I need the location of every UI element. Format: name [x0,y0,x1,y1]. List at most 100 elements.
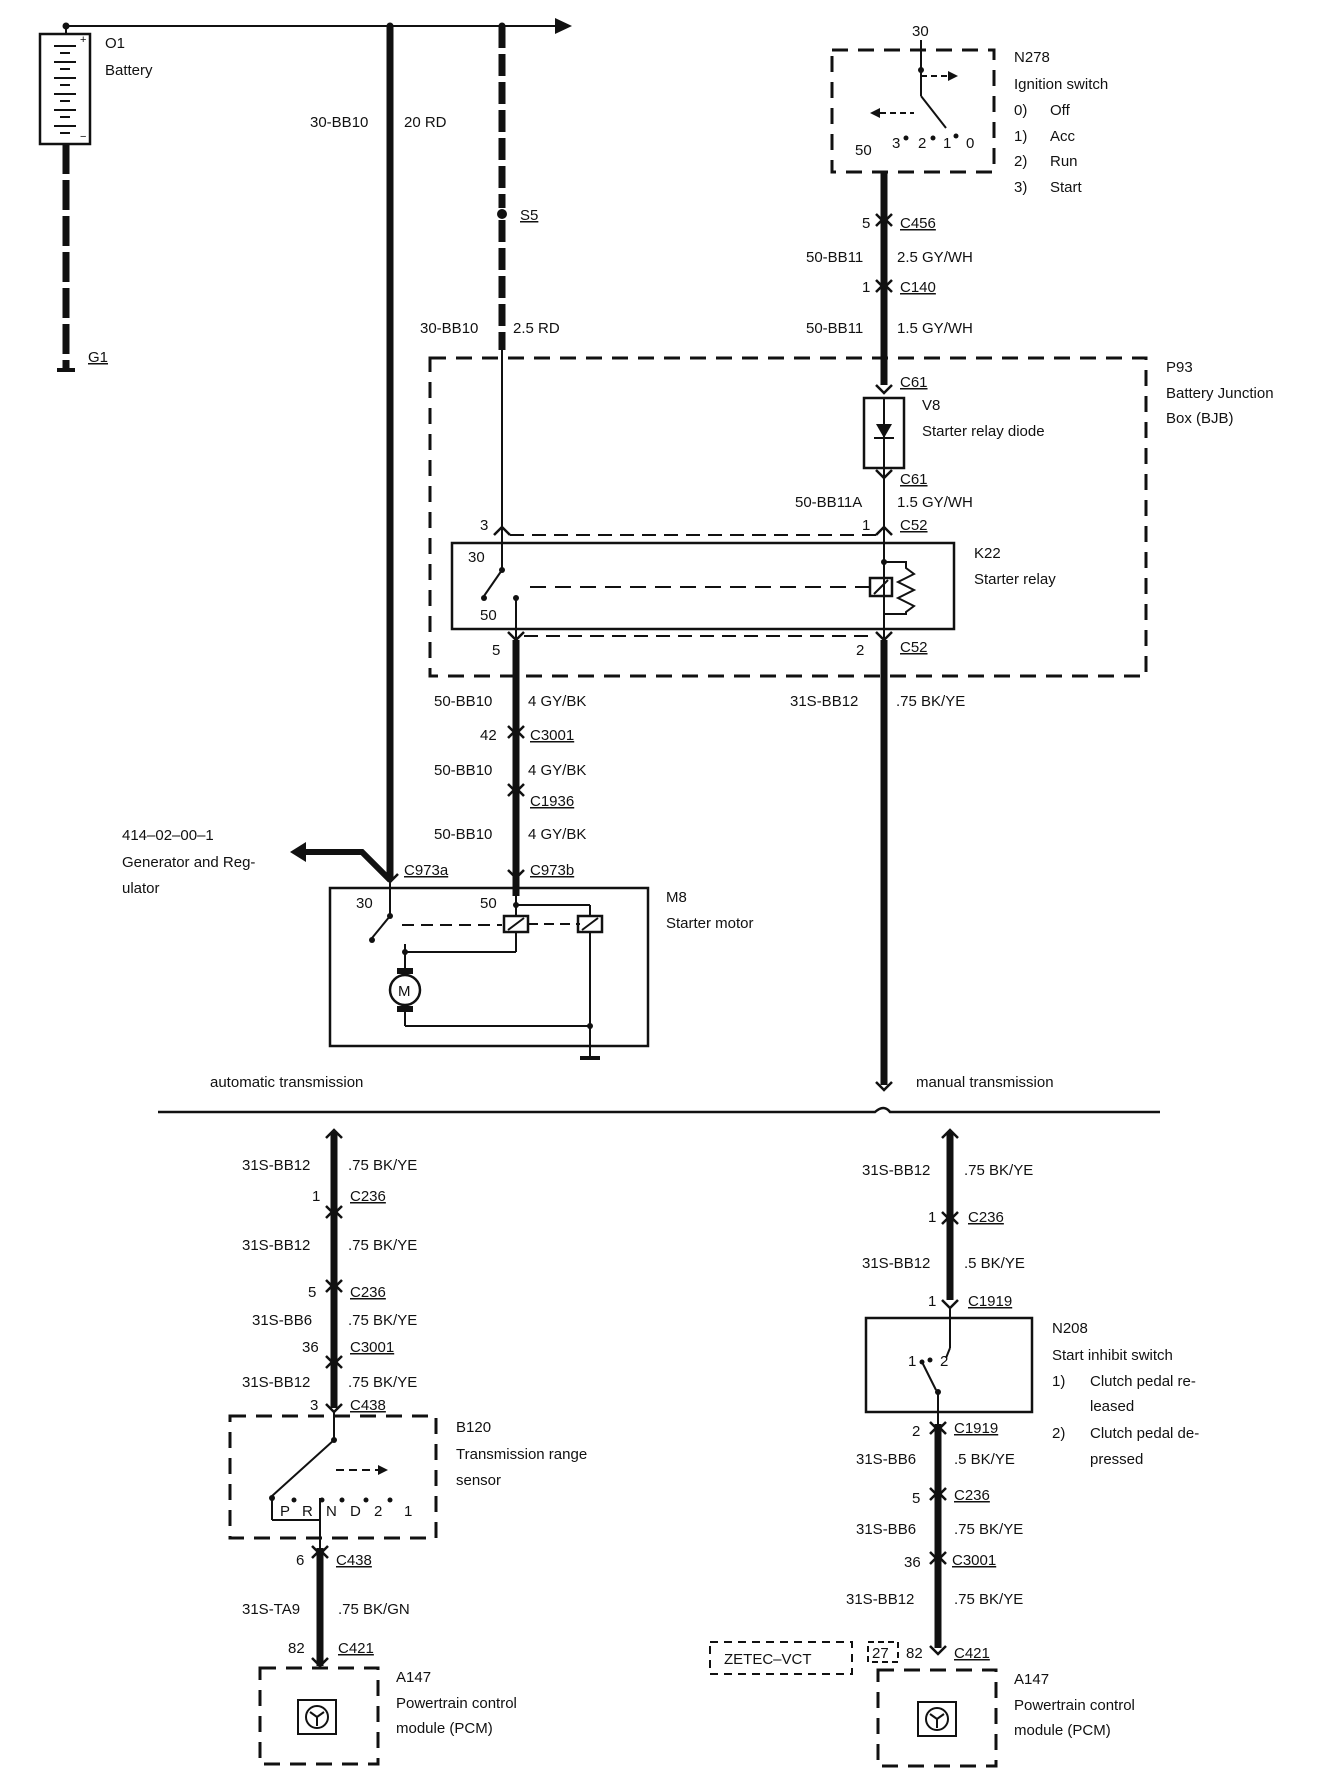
automatic-transmission-circuit: 31S-BB12 .75 BK/YE 1 C236 31S-BB12 .75 B… [228,1128,587,1766]
wire-50bb11b-label: 50-BB11 [806,320,863,337]
connector-c52-bot: C52 [900,639,928,656]
relay-name: Starter relay [974,571,1056,588]
zetec-vct-variant-box [709,1641,853,1675]
relay-30-label: 30 [468,549,485,566]
bus-arrow-icon [555,18,572,34]
svg-text:31S-BB6: 31S-BB6 [856,1521,916,1538]
sis-option1a: Clutch pedal re- [1090,1373,1196,1390]
svg-text:M: M [398,983,411,1000]
ign-name: Ignition switch [1014,76,1108,93]
left-connector-c438b: C438 [336,1552,372,1569]
ignition-switch: 30 50 3 2 1 0 N278 Ignition switch 0) Of… [830,23,1108,196]
svg-text:82: 82 [906,1645,923,1662]
svg-text:1: 1 [404,1503,412,1520]
wire-50bb10c-label: 50-BB10 [434,826,492,843]
right-pcm-name2: module (PCM) [1014,1722,1111,1739]
connector-c61-top: C61 [900,374,928,391]
sis-id: N208 [1052,1320,1088,1337]
transmission-range-sensor-box [228,1414,438,1540]
connector-c52-top: C52 [900,517,928,534]
trs-name1: Transmission range [456,1446,587,1463]
starter-motor-box [328,886,650,1048]
starter-feed-wire: 50-BB10 4 GY/BK 42 C3001 50-BB10 4 GY/BK… [434,640,586,896]
diode-id: V8 [922,397,940,414]
left-pcm-id: A147 [396,1669,431,1686]
split-divider-line [158,1106,1160,1114]
connector-c140: C140 [900,279,936,296]
left-pcm-box [258,1666,380,1766]
svg-text:0): 0) [1014,102,1027,119]
trs-contact-icon [271,1439,335,1497]
svg-text:31S-BB12: 31S-BB12 [242,1237,310,1254]
bjb-name2: Box (BJB) [1166,410,1234,427]
svg-text:.75 BK/YE: .75 BK/YE [348,1374,417,1391]
ign-pin50: 50 [855,142,872,159]
wire-15gywh-b-label: 1.5 GY/WH [897,494,973,511]
left-pcm-module-icon [297,1699,337,1735]
wire-31sta9-label: 31S-TA9 [242,1601,300,1618]
ignition-feed-wire: 5 C456 50-BB11 2.5 GY/WH 1 C140 50-BB11 … [806,172,973,385]
relay-coil-return-wire: 31S-BB12 .75 BK/YE [790,640,965,1092]
svg-text:.5 BK/YE: .5 BK/YE [954,1451,1015,1468]
sis-option2a: Clutch pedal de- [1090,1425,1199,1442]
connector-c3001-top: C3001 [530,727,574,744]
wire-50bb11-label: 50-BB11 [806,249,863,266]
splice-s5-dot [497,209,507,219]
left-connector-c421: C421 [338,1640,374,1657]
manual-transmission-circuit: 31S-BB12 .75 BK/YE 1 C236 31S-BB12 .5 BK… [709,1128,1199,1768]
wire-20rd-label: 20 RD [404,114,447,131]
sis-contact-icon [921,1361,937,1391]
ign-p2: 2 [918,135,926,152]
svg-text:42: 42 [480,727,497,744]
diode-name: Starter relay diode [922,423,1045,440]
relay-50-label: 50 [480,607,497,624]
relay-contact-icon [483,569,503,597]
svg-text:2: 2 [374,1503,382,1520]
svg-text:1: 1 [928,1209,936,1226]
ign-pos-start: Start [1050,179,1083,196]
right-pcm-name1: Powertrain control [1014,1697,1135,1714]
svg-text:5: 5 [492,642,500,659]
svg-text:1: 1 [862,279,870,296]
svg-text:.75 BK/YE: .75 BK/YE [954,1591,1023,1608]
right-pcm-module-icon [917,1701,957,1737]
wire-30bb10b-label: 30-BB10 [420,320,478,337]
svg-text:.75 BK/YE: .75 BK/YE [964,1162,1033,1179]
svg-text:+: + [80,34,86,46]
svg-text:36: 36 [302,1339,319,1356]
right-connector-c421: C421 [954,1645,990,1662]
wire-4gybk-b-label: 4 GY/BK [528,762,586,779]
svg-text:.75 BK/GN: .75 BK/GN [338,1601,410,1618]
left-connector-c3001: C3001 [350,1339,394,1356]
wire-4gybk-a-label: 4 GY/BK [528,693,586,710]
ign-pos-acc: Acc [1050,128,1076,145]
left-connector-c236b: C236 [350,1284,386,1301]
motor-30-label: 30 [356,895,373,912]
svg-text:2: 2 [940,1353,948,1370]
svg-text:2): 2) [1014,153,1027,170]
connector-c61-bot: C61 [900,471,928,488]
ref-name1: Generator and Reg- [122,854,255,871]
svg-text:3: 3 [480,517,488,534]
svg-text:82: 82 [288,1640,305,1657]
ign-p0: 0 [966,135,974,152]
svg-text:R: R [302,1503,313,1520]
right-connector-c1919a: C1919 [968,1293,1012,1310]
ref-code: 414–02–00–1 [122,827,214,844]
svg-text:1: 1 [928,1293,936,1310]
svg-text:D: D [350,1503,361,1520]
connector-c1936: C1936 [530,793,574,810]
trs-id: B120 [456,1419,491,1436]
motor-50-label: 50 [480,895,497,912]
ign-p1: 1 [943,135,951,152]
wire-31sbb12-label: 31S-BB12 [790,693,858,710]
wire-25rd-label: 2.5 RD [513,320,560,337]
splice-s5-label: S5 [520,207,538,224]
battery-section: + − O1 Battery G1 [38,18,572,372]
ign-p3: 3 [892,135,900,152]
svg-text:36: 36 [904,1554,921,1571]
svg-text:3): 3) [1014,179,1027,196]
svg-text:31S-BB12: 31S-BB12 [242,1374,310,1391]
wire-25gywh-label: 2.5 GY/WH [897,249,973,266]
right-connector-c236b: C236 [954,1487,990,1504]
